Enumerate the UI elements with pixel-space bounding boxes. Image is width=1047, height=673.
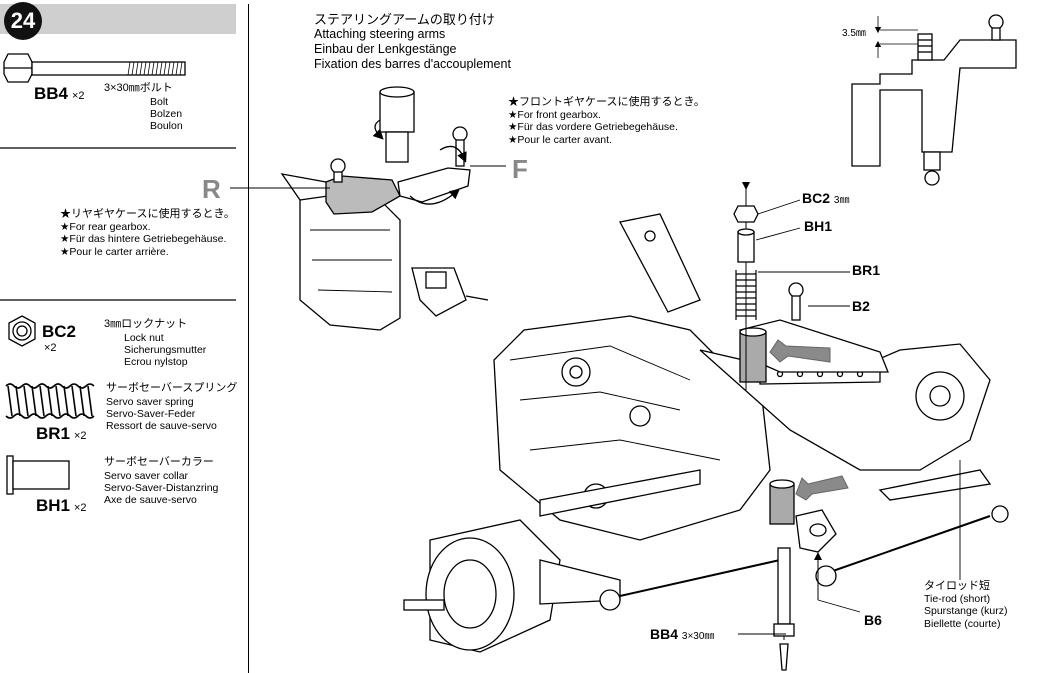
front-gearbox-note: ★フロントギヤケースに使用するとき。 ★For front gearbox. ★… xyxy=(508,96,705,146)
part-name-en: Servo saver collar xyxy=(104,470,189,482)
part-code-br1: BR1 xyxy=(36,424,71,443)
part-qty-bb4: ×2 xyxy=(72,90,85,102)
inset-steering-arm-detail xyxy=(230,86,506,331)
dimension-label: 3.5㎜ xyxy=(842,28,866,39)
callout-bh1: BH1 xyxy=(804,218,833,234)
part-name-bb4: Bolt Bolzen Boulon xyxy=(150,96,183,132)
callout-bb4: BB4 3×30㎜ xyxy=(650,626,714,642)
tie-rod-en: Tie-rod (short) xyxy=(924,592,991,605)
part-code-bh1: BH1 xyxy=(36,496,71,515)
part-qty-bc2: ×2 xyxy=(44,342,57,354)
title-fr: Fixation des barres d'accouplement xyxy=(314,57,511,71)
part-name-en: Lock nut xyxy=(124,332,164,344)
step-number-badge: 24 xyxy=(4,2,42,40)
part-name-br1: Servo saver spring Servo-Saver-Feder Res… xyxy=(106,396,217,432)
title-en: Attaching steering arms xyxy=(314,27,446,41)
part-name-de: Bolzen xyxy=(150,108,183,120)
tie-rod-jp: タイロッド短 xyxy=(924,580,990,592)
part-code-bc2: BC2 xyxy=(42,322,77,341)
callout-bc2: BC2 3㎜ xyxy=(802,190,849,206)
part-name-en: Servo saver spring xyxy=(106,396,194,408)
part-size-bh1: サーボセーバーカラー xyxy=(104,456,214,468)
bolt-icon xyxy=(3,53,186,83)
part-name-bh1: Servo saver collar Servo-Saver-Distanzri… xyxy=(104,470,218,506)
rear-note-de: ★Für das hintere Getriebegehäuse. xyxy=(60,233,227,245)
part-name-de: Servo-Saver-Distanzring xyxy=(104,482,219,494)
label-rear-r: R xyxy=(202,174,221,204)
callout-bb4-size: 3×30㎜ xyxy=(681,631,715,642)
part-qty-bh1: ×2 xyxy=(74,502,87,514)
front-note-en: ★For front gearbox. xyxy=(508,108,601,121)
callout-bc2-code: BC2 xyxy=(802,190,831,206)
part-name-bc2: Lock nut Sicherungsmutter Ecrou nylstop xyxy=(124,332,206,368)
inset-dimension-detail xyxy=(851,14,1017,186)
part-name-fr: Axe de sauve-servo xyxy=(104,494,197,506)
rear-note-fr: ★Pour le carter arrière. xyxy=(60,245,169,258)
front-note-de: ★Für das vordere Getriebegehäuse. xyxy=(508,121,678,133)
tie-rod-label: タイロッド短 Tie-rod (short) Spurstange (kurz)… xyxy=(924,580,1007,630)
callout-bc2-size: 3㎜ xyxy=(833,195,850,206)
part-size-bb4: 3×30㎜ボルト xyxy=(104,82,173,94)
part-name-fr: Boulon xyxy=(150,120,183,132)
step-title: ステアリングアームの取り付け Attaching steering arms E… xyxy=(314,12,511,72)
gearbox-assembly xyxy=(403,213,1009,653)
panel-divider xyxy=(248,4,249,673)
part-code-bb4: BB4 xyxy=(34,84,69,103)
part-name-fr: Ressort de sauve-servo xyxy=(106,420,217,432)
tie-rod-de: Spurstange (kurz) xyxy=(924,605,1008,617)
rear-note-en: ★For rear gearbox. xyxy=(60,220,151,233)
spring-icon xyxy=(5,383,95,419)
label-front-f: F xyxy=(512,154,528,184)
front-note-jp: ★フロントギヤケースに使用するとき。 xyxy=(508,96,705,108)
title-de: Einbau der Lenkgestänge xyxy=(314,42,457,56)
gray-assembly-arrows xyxy=(769,339,849,501)
front-note-fr: ★Pour le carter avant. xyxy=(508,133,612,146)
tie-rod-fr: Biellette (courte) xyxy=(924,617,1001,630)
rear-note-jp: ★リヤギヤケースに使用するとき。 xyxy=(60,208,235,220)
callout-bb4-code: BB4 xyxy=(650,626,679,642)
part-size-br1: サーボセーバースプリング xyxy=(106,382,238,394)
callout-b2: B2 xyxy=(852,298,870,314)
callout-br1: BR1 xyxy=(852,262,881,278)
part-qty-br1: ×2 xyxy=(74,430,87,442)
collar-icon xyxy=(6,455,70,495)
step-number: 24 xyxy=(10,8,36,33)
title-jp: ステアリングアームの取り付け xyxy=(314,12,495,27)
callout-leaders xyxy=(738,199,961,635)
lock-nut-icon xyxy=(8,315,36,347)
part-size-bc2: 3㎜ロックナット xyxy=(104,318,188,330)
rear-gearbox-note: ★リヤギヤケースに使用するとき。 ★For rear gearbox. ★Für… xyxy=(60,208,235,258)
lower-arm-b6 xyxy=(769,479,837,671)
part-name-fr: Ecrou nylstop xyxy=(124,356,188,368)
callout-b6: B6 xyxy=(864,612,882,628)
stacked-hardware xyxy=(733,182,759,390)
part-name-de: Servo-Saver-Feder xyxy=(106,408,196,420)
part-name-en: Bolt xyxy=(150,96,169,108)
part-name-de: Sicherungsmutter xyxy=(124,344,207,356)
